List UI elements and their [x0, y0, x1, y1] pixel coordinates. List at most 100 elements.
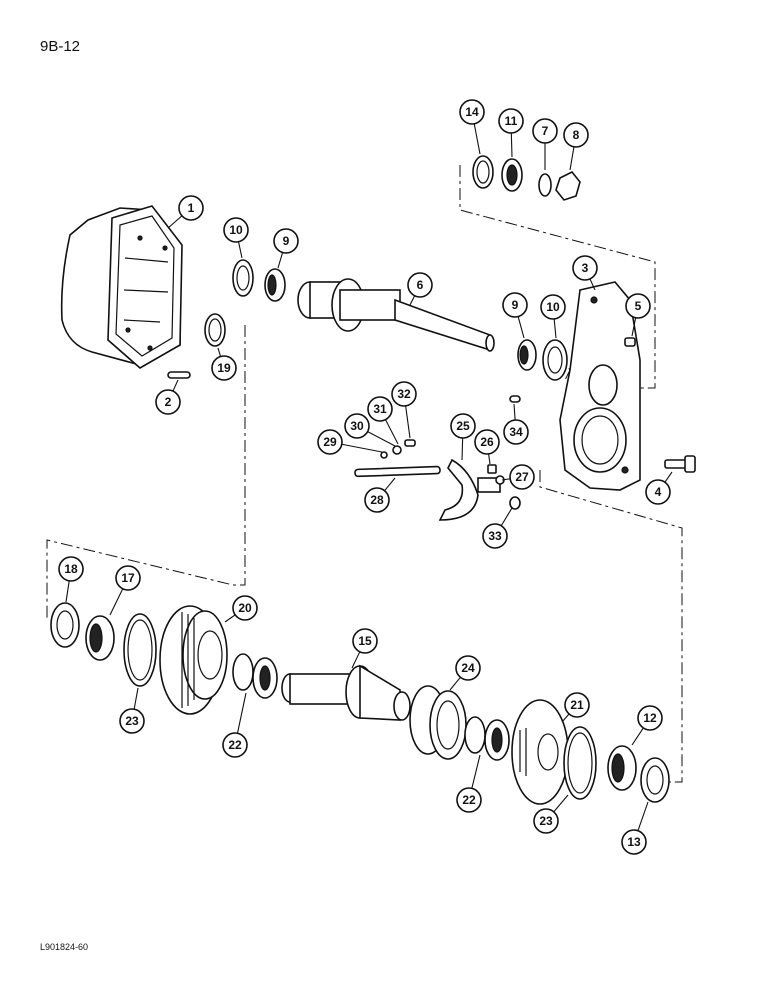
callout-leader-line	[569, 146, 575, 171]
callout-circle	[637, 705, 663, 731]
callout-leader-line	[553, 794, 569, 813]
detent-spring-part	[392, 445, 402, 455]
callout-circle	[540, 294, 566, 320]
callout-circle	[178, 195, 204, 221]
callout-leader-line	[133, 687, 139, 710]
callout-circle	[645, 479, 671, 505]
callout-leader-line	[237, 241, 243, 259]
dowel-pin-part	[509, 395, 521, 403]
callout-29: 29	[317, 429, 383, 455]
coupler-sleeve-part	[409, 685, 467, 760]
callout-leader-line	[277, 252, 284, 269]
fork-bolt-part	[487, 464, 497, 474]
callout-number: 13	[627, 835, 641, 849]
callout-number: 33	[488, 529, 502, 543]
callout-number: 31	[373, 402, 387, 416]
housing-part	[60, 205, 183, 369]
callout-circle	[572, 255, 598, 281]
callout-circle	[450, 413, 476, 439]
callout-number: 23	[125, 714, 139, 728]
callout-circle	[625, 293, 651, 319]
callout-number: 30	[350, 419, 364, 433]
callout-22: 22	[222, 692, 248, 758]
callout-circle	[503, 419, 529, 445]
callout-number: 12	[643, 711, 657, 725]
assembly-line-top	[459, 165, 656, 389]
callout-number: 14	[465, 105, 479, 119]
callout-number: 32	[397, 387, 411, 401]
callout-number: 21	[570, 698, 584, 712]
callout-2: 2	[155, 379, 181, 415]
callout-28: 28	[364, 477, 396, 513]
lower-bearing-cup-left-part	[50, 602, 80, 648]
callout-leader-line	[351, 651, 361, 669]
callout-leader-line	[384, 477, 396, 492]
callout-leader-line	[589, 278, 596, 291]
callout-leader-line	[172, 379, 179, 392]
callout-33: 33	[482, 507, 513, 549]
callout-number: 10	[229, 223, 243, 237]
output-shaft-part	[281, 664, 411, 721]
callout-leader-line	[65, 580, 70, 603]
screw-part	[624, 337, 636, 347]
callout-circle	[456, 787, 482, 813]
callout-leader-line	[473, 123, 481, 155]
callout-3: 3	[572, 255, 598, 291]
callout-circle	[502, 292, 528, 318]
figure-code: L901824-60	[40, 942, 89, 952]
callout-17: 17	[109, 565, 141, 616]
cover-plate-part	[559, 281, 641, 491]
callout-10: 10	[540, 294, 566, 339]
callout-circle	[352, 628, 378, 654]
callout-circle	[498, 108, 524, 134]
bearing-cup-part	[232, 259, 254, 297]
callout-leader-line	[664, 471, 673, 483]
callout-23: 23	[533, 794, 569, 834]
callout-circle	[482, 523, 508, 549]
callout-circle	[317, 429, 343, 455]
callout-30: 30	[344, 413, 396, 447]
callout-leader-line	[637, 801, 649, 831]
callout-22: 22	[456, 754, 482, 813]
callout-circle	[621, 829, 647, 855]
callout-number: 6	[417, 278, 424, 292]
callout-leader-line	[384, 419, 399, 445]
set-screw-part	[404, 439, 416, 447]
callout-leader-line	[449, 676, 461, 691]
callout-circle	[115, 565, 141, 591]
callout-leader-line	[561, 713, 570, 723]
callout-number: 4	[655, 485, 662, 499]
callout-20: 20	[224, 595, 258, 623]
callout-21: 21	[561, 692, 590, 723]
callout-18: 18	[58, 556, 84, 603]
callout-32: 32	[391, 381, 417, 439]
callout-number: 25	[456, 419, 470, 433]
callout-6: 6	[407, 272, 433, 306]
callout-circle	[407, 272, 433, 298]
callout-26: 26	[474, 429, 500, 465]
callout-leader-line	[500, 507, 513, 527]
callout-circle	[391, 381, 417, 407]
callout-circle	[155, 389, 181, 415]
callout-leader-line	[224, 614, 236, 623]
callout-number: 24	[461, 661, 475, 675]
callout-circle	[232, 595, 258, 621]
callout-34: 34	[503, 403, 529, 445]
shift-rail-part	[354, 465, 441, 478]
pin-part	[167, 371, 191, 379]
retaining-ring-part	[472, 155, 494, 189]
shift-fork-part	[438, 458, 501, 521]
callout-9: 9	[502, 292, 528, 339]
callout-circle	[564, 692, 590, 718]
callout-number: 18	[64, 562, 78, 576]
callout-number: 17	[121, 571, 135, 585]
callout-circle	[532, 118, 558, 144]
input-shaft-part	[297, 278, 495, 352]
callout-leader-line	[553, 318, 557, 339]
callout-leader-line	[461, 437, 464, 461]
callout-number: 7	[542, 124, 549, 138]
bolt-part	[664, 455, 696, 473]
callout-9: 9	[273, 228, 299, 269]
